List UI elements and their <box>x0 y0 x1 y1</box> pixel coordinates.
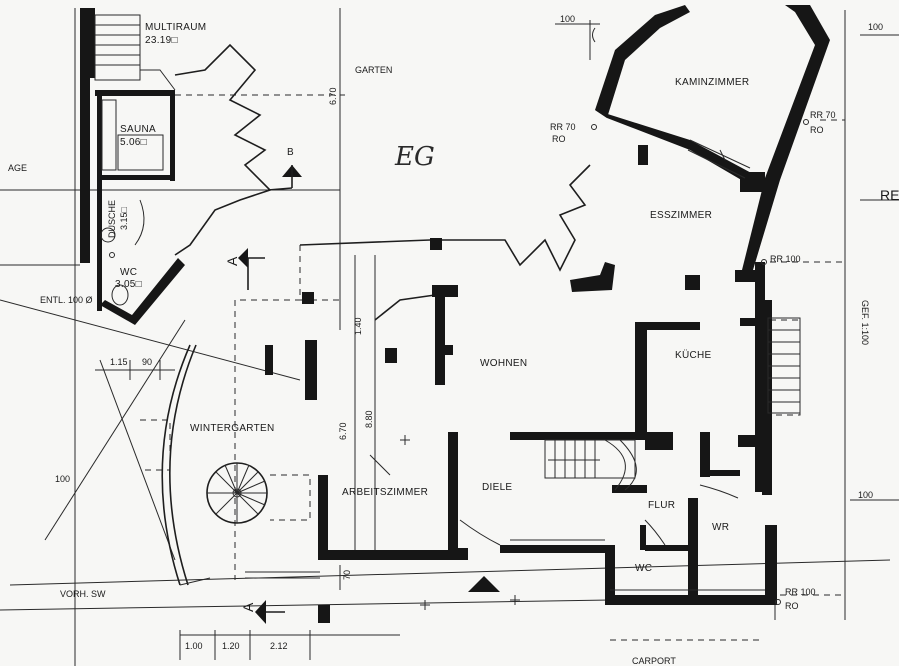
annotation-rr100-bottom: RR 100 <box>785 587 816 597</box>
dimension-670-top: 6.70 <box>328 87 338 105</box>
terrace-edges <box>174 43 591 321</box>
annotation-rr70-left: RR 70 <box>550 122 576 132</box>
annotations: EG ENTL. 100 Ø RR 70 RO RR 70 RO RR 100 … <box>40 110 899 611</box>
room-label-carport: CARPORT <box>632 656 676 666</box>
room-label-wr: WR <box>712 522 729 533</box>
room-label-kaminzimmer: KAMINZIMMER <box>675 77 749 88</box>
dimension-100-bottom: 1.00 <box>185 641 203 651</box>
dimension-212-bottom: 2.12 <box>270 641 288 651</box>
windows <box>245 139 765 591</box>
dimension-115: 1.15 <box>110 357 128 367</box>
construction-lines <box>0 8 899 666</box>
room-area-dusche: 3.15□ <box>119 206 129 230</box>
room-label-sauna: SAUNA <box>120 124 156 135</box>
wintergarten-glazing <box>161 344 211 586</box>
annotation-ro-bottom: RO <box>785 601 799 611</box>
room-label-garten: GARTEN <box>355 65 392 75</box>
dimension-90: 90 <box>142 357 152 367</box>
spiral-stair <box>206 462 268 524</box>
door-swings <box>134 199 739 546</box>
annotation-ro-left: RO <box>552 134 566 144</box>
dimension-140: 1.40 <box>353 317 363 335</box>
room-label-wc-left: WC <box>120 267 137 278</box>
dimension-70: 70 <box>342 570 352 580</box>
room-area-sauna: 5.06□ <box>120 137 147 148</box>
dimension-120-bottom: 1.20 <box>222 641 240 651</box>
dimension-100-top-right: 100 <box>868 22 883 32</box>
pipe-markers <box>109 27 809 605</box>
section-mark-labels: B A A <box>224 147 294 612</box>
section-mark-a-lower: A <box>240 602 256 612</box>
dimension-100-right: 100 <box>858 490 873 500</box>
section-mark-b: B <box>287 147 294 158</box>
room-label-multiraum: MULTIRAUM <box>145 22 206 33</box>
section-mark-a-upper: A <box>224 256 240 266</box>
room-labels: MULTIRAUM 23.19□ SAUNA 5.06□ DUSCHE 3.15… <box>8 22 749 666</box>
annotation-vorh-sw: VORH. SW <box>60 589 106 599</box>
room-label-flur: FLUR <box>648 500 675 511</box>
room-label-wohnen: WOHNEN <box>480 358 527 369</box>
annotation-re-partial: RE <box>880 187 899 203</box>
annotation-ro-right: RO <box>810 125 824 135</box>
annotation-gef: GEF. 1:100 <box>860 300 870 345</box>
walls <box>80 5 830 623</box>
room-area-wc-left: 3.05□ <box>115 279 142 290</box>
room-label-esszimmer: ESSZIMMER <box>650 210 712 221</box>
annotation-rr70-right: RR 70 <box>810 110 836 120</box>
room-area-multiraum: 23.19□ <box>145 35 178 46</box>
dimension-100-top-mid: 100 <box>560 14 575 24</box>
annotation-rr100-mid: RR 100 <box>770 254 801 264</box>
dimension-880: 8.80 <box>364 410 374 428</box>
room-label-dusche: DUSCHE <box>107 200 117 238</box>
room-label-wintergarten: WINTERGARTEN <box>190 423 275 434</box>
room-label-garage-partial: AGE <box>8 163 27 173</box>
dimension-670-mid: 6.70 <box>338 422 348 440</box>
room-label-wc-right: WC <box>635 563 652 574</box>
room-label-diele: DIELE <box>482 482 512 493</box>
stairs <box>94 14 801 491</box>
annotation-entl: ENTL. 100 Ø <box>40 295 93 305</box>
dimension-labels: 6.70 100 100 1.40 6.70 8.80 1.15 90 100 … <box>55 14 883 651</box>
room-label-kueche: KÜCHE <box>675 349 712 361</box>
floor-tag: EG <box>394 142 435 172</box>
dimension-100-left: 100 <box>55 474 70 484</box>
section-markers <box>238 165 500 624</box>
room-label-arbeitszimmer: ARBEITSZIMMER <box>342 487 428 498</box>
